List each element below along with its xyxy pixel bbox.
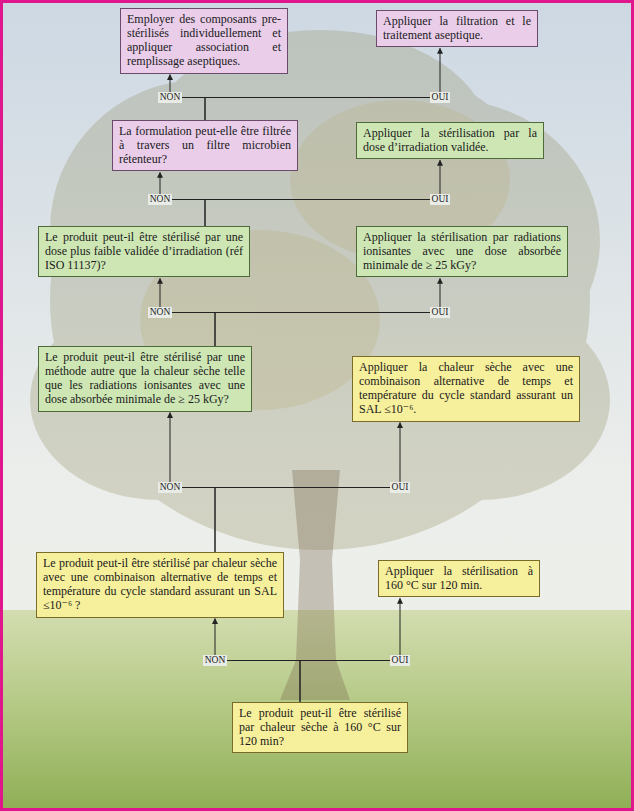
box-text: La formulation peut-elle être filtrée à …: [119, 124, 291, 166]
box-text: Appliquer la stérilisation à 160 °C sur …: [385, 564, 533, 592]
process-box: Appliquer la filtration et le traitement…: [376, 10, 538, 47]
decision-box: Le produit peut-il être stérilisé par un…: [38, 226, 250, 277]
process-box: Appliquer la chaleur sèche avec une comb…: [352, 356, 580, 422]
decision-box: Le produit peut-il être stérilisé par ch…: [232, 702, 408, 753]
edge-label: OUI: [390, 655, 411, 666]
box-text: Appliquer la filtration et le traitement…: [383, 14, 531, 42]
box-text: Le produit peut-il être stérilisé par un…: [45, 230, 243, 272]
edge-label: NON: [148, 307, 173, 318]
process-box: Appliquer la stérilisation par la dose d…: [356, 122, 544, 159]
edge-label: OUI: [430, 194, 451, 205]
box-text: Appliquer la stérilisation par la dose d…: [363, 126, 537, 154]
edge-label: NON: [148, 194, 173, 205]
edge-label: OUI: [390, 482, 411, 493]
process-box: Appliquer la stérilisation par radiation…: [356, 226, 568, 277]
edge-label: NON: [203, 655, 228, 666]
connector: [300, 598, 400, 702]
connector: [215, 423, 400, 552]
decision-box: La formulation peut-elle être filtrée à …: [112, 120, 298, 171]
box-text: Appliquer la chaleur sèche avec une comb…: [359, 360, 573, 417]
box-text: Appliquer la stérilisation par radiation…: [363, 230, 561, 272]
box-text: Le produit peut-il être stérilisé par ch…: [239, 706, 401, 748]
edge-label: NON: [158, 482, 183, 493]
tree-trunk: [280, 470, 350, 700]
box-text: Le produit peut-il être stérilisé par un…: [45, 350, 245, 407]
box-text: Le produit peut-il être stérilisé par ch…: [43, 556, 277, 613]
decision-box: Le produit peut-il être stérilisé par ch…: [36, 552, 284, 618]
edge-label: NON: [158, 92, 183, 103]
connector: [215, 278, 440, 346]
edge-label: OUI: [430, 92, 451, 103]
box-text: Employer des composants pre-stérilisés i…: [127, 12, 281, 69]
process-box: Appliquer la stérilisation à 160 °C sur …: [378, 560, 540, 597]
edge-label: OUI: [430, 307, 451, 318]
process-box: Employer des composants pre-stérilisés i…: [120, 8, 288, 74]
decision-box: Le produit peut-il être stérilisé par un…: [38, 346, 252, 412]
connector: [215, 619, 300, 702]
